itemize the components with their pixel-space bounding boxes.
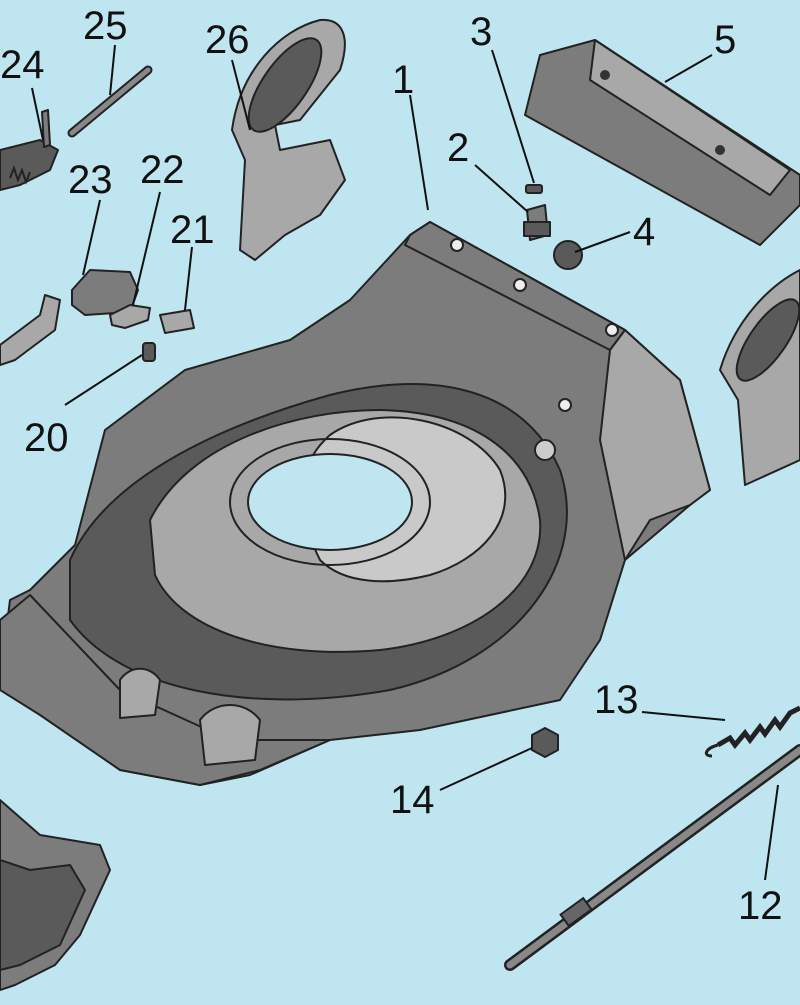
leader-line-21	[184, 246, 193, 311]
part-24-latch	[0, 109, 59, 191]
part-20-pin	[142, 342, 156, 362]
leader-line-24	[31, 87, 44, 141]
leader-line-4	[574, 231, 631, 253]
leader-line-20	[64, 354, 143, 406]
callout-label-20: 20	[24, 416, 69, 460]
part-5-rear-flap	[524, 39, 800, 246]
leader-line-1	[409, 94, 429, 211]
left-mount-bracket	[0, 294, 61, 366]
leader-line-26	[231, 59, 251, 131]
part-14-nut	[531, 727, 559, 758]
callout-label-5: 5	[714, 18, 737, 62]
leader-line-22	[132, 191, 161, 306]
part-4-nut	[553, 240, 583, 270]
leader-line-13	[641, 711, 726, 721]
leader-line-12	[764, 784, 779, 881]
part-21-block	[159, 309, 195, 334]
part-26-axle-bracket	[231, 18, 346, 261]
leader-line-25	[109, 44, 116, 96]
part-3-washer	[525, 184, 543, 194]
callout-label-1: 1	[392, 58, 415, 102]
part-13-spring	[704, 705, 800, 758]
part-2-bolt	[523, 204, 551, 241]
callout-label-13: 13	[594, 678, 639, 722]
callout-label-4: 4	[633, 210, 656, 254]
part-1-mower-deck	[0, 221, 711, 786]
leader-line-23	[82, 199, 101, 276]
callout-label-2: 2	[447, 126, 470, 170]
callout-label-3: 3	[470, 10, 493, 54]
leader-line-14	[439, 747, 533, 791]
callout-label-23: 23	[68, 158, 113, 202]
right-axle-bracket	[719, 269, 800, 486]
callout-label-22: 22	[140, 148, 185, 192]
callout-label-21: 21	[170, 208, 215, 252]
callout-label-24: 24	[0, 43, 45, 87]
part-25-rod	[67, 65, 153, 138]
callout-label-25: 25	[83, 4, 128, 48]
part-12-push-rod	[504, 744, 800, 971]
bottom-left-housing	[0, 799, 111, 991]
callout-label-12: 12	[738, 884, 783, 928]
part-22-plate	[109, 304, 151, 329]
callout-label-26: 26	[205, 18, 250, 62]
leader-line-5	[664, 54, 713, 83]
leader-line-3	[491, 49, 535, 184]
callout-label-14: 14	[390, 778, 435, 822]
leader-line-2	[474, 164, 529, 213]
